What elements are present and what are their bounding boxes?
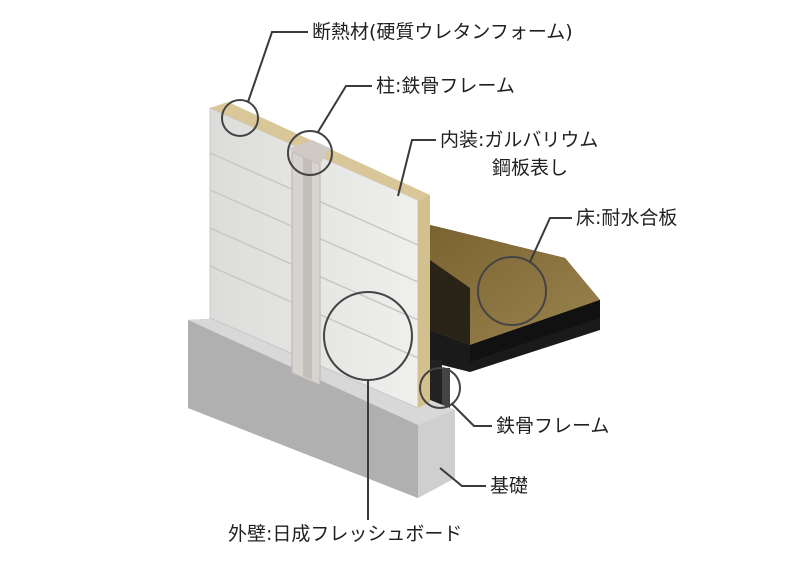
- insulation-callout-circle: [221, 99, 259, 137]
- steel-frame-leader: [451, 403, 492, 427]
- foundation-label: 基礎: [490, 475, 529, 497]
- wall-panel: [209, 102, 430, 409]
- foundation-leader: [439, 467, 486, 487]
- steel-frame-callout-circle: [419, 367, 461, 409]
- floor-leader: [529, 217, 572, 263]
- interior-label-line1: 内装:ガルバリウム: [440, 129, 599, 151]
- interior-label-line2: 鋼板表し: [492, 157, 569, 179]
- column-leader: [317, 85, 372, 133]
- column-callout-circle: [287, 130, 333, 176]
- insulation-leader: [247, 31, 308, 103]
- interior-leader: [397, 139, 436, 197]
- foundation-block: [188, 318, 455, 498]
- floor-structure: [430, 225, 600, 372]
- floor-callout-circle: [477, 256, 547, 326]
- floor-label: 床:耐水合板: [576, 207, 678, 229]
- steel-frame-label: 鉄骨フレーム: [496, 415, 610, 437]
- insulation-label: 断熱材(硬質ウレタンフォーム): [312, 21, 573, 43]
- exterior-wall-label: 外壁:日成フレッシュボード: [228, 523, 463, 545]
- column-label: 柱:鉄骨フレーム: [376, 75, 515, 97]
